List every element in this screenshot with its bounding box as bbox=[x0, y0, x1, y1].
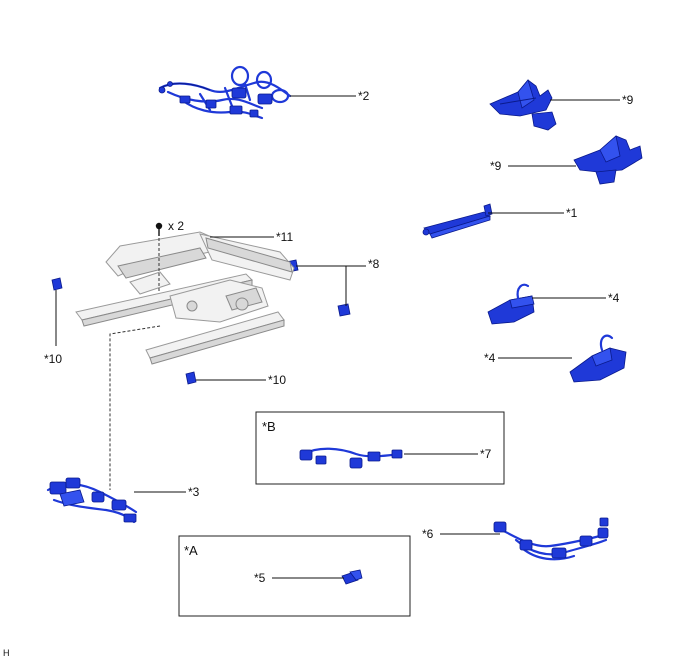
callout-10-lower: *10 bbox=[268, 373, 286, 387]
part-3-seat-wire-harness bbox=[46, 477, 138, 524]
illustration-code: H bbox=[3, 648, 10, 658]
part-6-seat-wire-harness bbox=[493, 517, 609, 561]
callout-4-lower: *4 bbox=[484, 351, 496, 365]
part-8-clip bbox=[285, 259, 351, 317]
callout-9-upper: *9 bbox=[622, 93, 634, 107]
callout-3: *3 bbox=[188, 485, 200, 499]
bolt-icon bbox=[155, 222, 163, 236]
bolt-quantity: x 2 bbox=[168, 219, 184, 233]
part-9-seat-cushion-shield-lower bbox=[573, 135, 643, 185]
part-5-connector bbox=[341, 569, 363, 585]
seat-adjuster-frame bbox=[75, 231, 295, 365]
callout-1: *1 bbox=[566, 206, 578, 220]
callout-4-upper: *4 bbox=[608, 291, 620, 305]
box-a-label: *A bbox=[184, 543, 198, 558]
part-4-seat-adjuster-cover-upper bbox=[487, 283, 535, 325]
callout-7: *7 bbox=[480, 447, 492, 461]
part-10-clip-left bbox=[51, 277, 63, 291]
callout-5: *5 bbox=[254, 571, 266, 585]
callout-6: *6 bbox=[422, 527, 434, 541]
callout-8: *8 bbox=[368, 257, 380, 271]
detail-box-b: *B bbox=[255, 411, 505, 485]
callout-9-lower: *9 bbox=[490, 159, 502, 173]
part-10-clip-lower bbox=[185, 371, 197, 385]
callout-10-left: *10 bbox=[44, 352, 62, 366]
part-2-seat-wire-harness bbox=[158, 65, 292, 120]
box-b-label: *B bbox=[262, 419, 276, 434]
part-4-seat-adjuster-cover-lower bbox=[569, 334, 627, 383]
part-9-seat-cushion-shield-upper bbox=[489, 79, 557, 131]
callout-2: *2 bbox=[358, 89, 370, 103]
part-1-seat-track-cover bbox=[422, 203, 493, 239]
detail-box-a: *A bbox=[178, 535, 411, 617]
callout-11: *11 bbox=[276, 230, 293, 244]
part-7-wire bbox=[299, 447, 403, 469]
